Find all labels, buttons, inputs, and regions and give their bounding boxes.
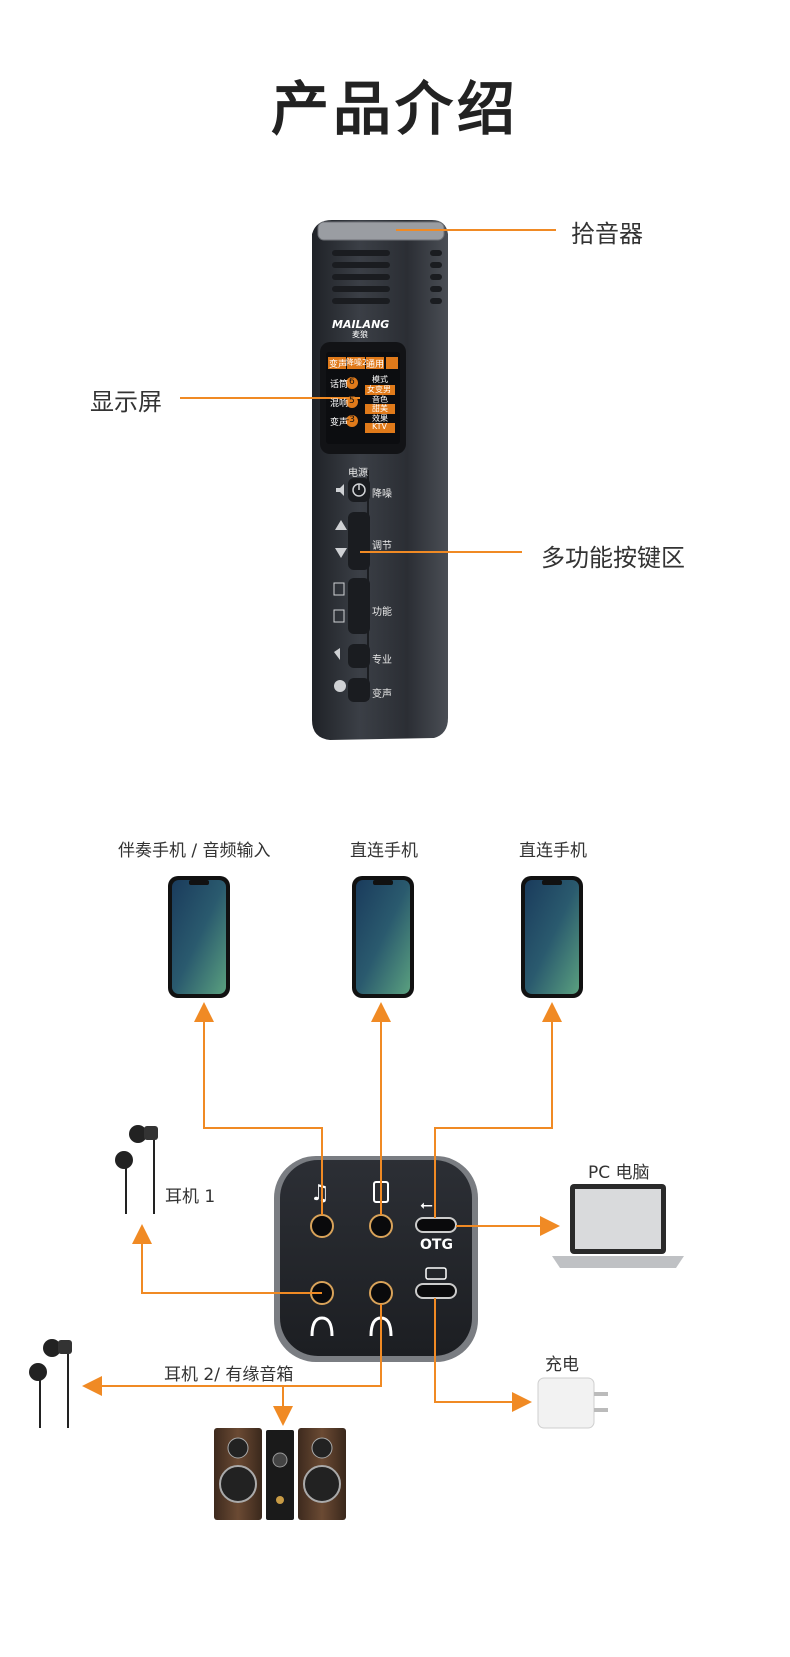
laptop xyxy=(552,1184,684,1268)
note-icon xyxy=(333,609,345,623)
lcd-right-label-1: 模式 xyxy=(372,375,388,384)
phone-2 xyxy=(352,876,414,998)
speaker-system xyxy=(214,1428,346,1520)
charger xyxy=(537,1377,608,1429)
adjust-label: 调节 xyxy=(372,541,392,552)
speaker-icon xyxy=(336,484,344,496)
lcd-row-label-3: 变声 xyxy=(330,418,349,428)
lcd-right-value-1: 女变男 xyxy=(367,385,391,394)
function-label: 功能 xyxy=(372,607,392,618)
lcd-right-label-3: 效果 xyxy=(372,414,388,423)
brand-logo: MAILANG xyxy=(332,318,390,331)
battery-icon xyxy=(425,1267,447,1280)
label-otg: OTG xyxy=(420,1237,453,1253)
label-phone-3: 直连手机 xyxy=(519,841,587,861)
lcd-row-label-2: 混响 xyxy=(330,399,349,409)
lcd-tab-1: 变声 xyxy=(329,360,348,370)
lcd-row-value-2: 5 xyxy=(349,396,355,406)
earphones-1 xyxy=(115,1125,158,1214)
display-screen xyxy=(326,352,400,444)
lcd-tab-2: 降噪2 xyxy=(346,358,368,367)
voice-label: 变声 xyxy=(372,689,392,700)
music-icon: ♫ xyxy=(310,1181,330,1206)
brand-cn: 麦狼 xyxy=(352,330,368,339)
lcd-tab-3: 通用 xyxy=(366,360,385,370)
lcd-row-value-3: -3 xyxy=(346,415,355,425)
phone-1 xyxy=(168,876,230,998)
noise-label: 降噪 xyxy=(372,489,392,500)
lcd-right-label-2: 音色 xyxy=(372,395,388,404)
lcd-right-value-2: 甜美 xyxy=(372,404,388,413)
voice-change-icon xyxy=(334,680,346,692)
label-phone-2: 直连手机 xyxy=(350,841,418,861)
function-button xyxy=(348,578,370,634)
adjust-button xyxy=(348,512,370,570)
pro-label: 专业 xyxy=(372,655,392,666)
lcd-row-label-1: 话筒 xyxy=(330,380,349,390)
label-pc: PC 电脑 xyxy=(588,1163,650,1183)
pro-button xyxy=(348,644,370,668)
callout-display: 显示屏 xyxy=(90,388,162,416)
voice-button xyxy=(348,678,370,702)
down-arrow-icon xyxy=(335,548,347,558)
share-icon xyxy=(333,582,345,596)
microphone xyxy=(312,220,448,740)
back-icon xyxy=(334,648,340,660)
headphone-icon-1 xyxy=(310,1316,334,1337)
label-earphone-1: 耳机 1 xyxy=(165,1187,216,1207)
lcd-row-value-1: 6 xyxy=(349,377,355,387)
callout-pickup: 拾音器 xyxy=(571,220,643,248)
up-arrow-icon xyxy=(335,520,347,530)
power-label: 电源 xyxy=(348,468,368,479)
callout-multi-buttons: 多功能按键区 xyxy=(541,544,685,572)
label-phone-1: 伴奏手机 / 音频输入 xyxy=(118,841,271,861)
audio-hub: ♫ ⭠ xyxy=(274,1156,478,1362)
usb-icon: ⭠ xyxy=(420,1195,433,1214)
phone-3 xyxy=(521,876,583,998)
label-earphone-2: 耳机 2/ 有缘音箱 xyxy=(164,1365,294,1385)
page-title: 产品介绍 xyxy=(270,75,519,143)
lcd-right-value-3: KTV xyxy=(372,422,387,431)
mic-grille xyxy=(318,222,444,240)
label-charge: 充电 xyxy=(545,1355,579,1375)
earphones-2 xyxy=(29,1339,72,1428)
